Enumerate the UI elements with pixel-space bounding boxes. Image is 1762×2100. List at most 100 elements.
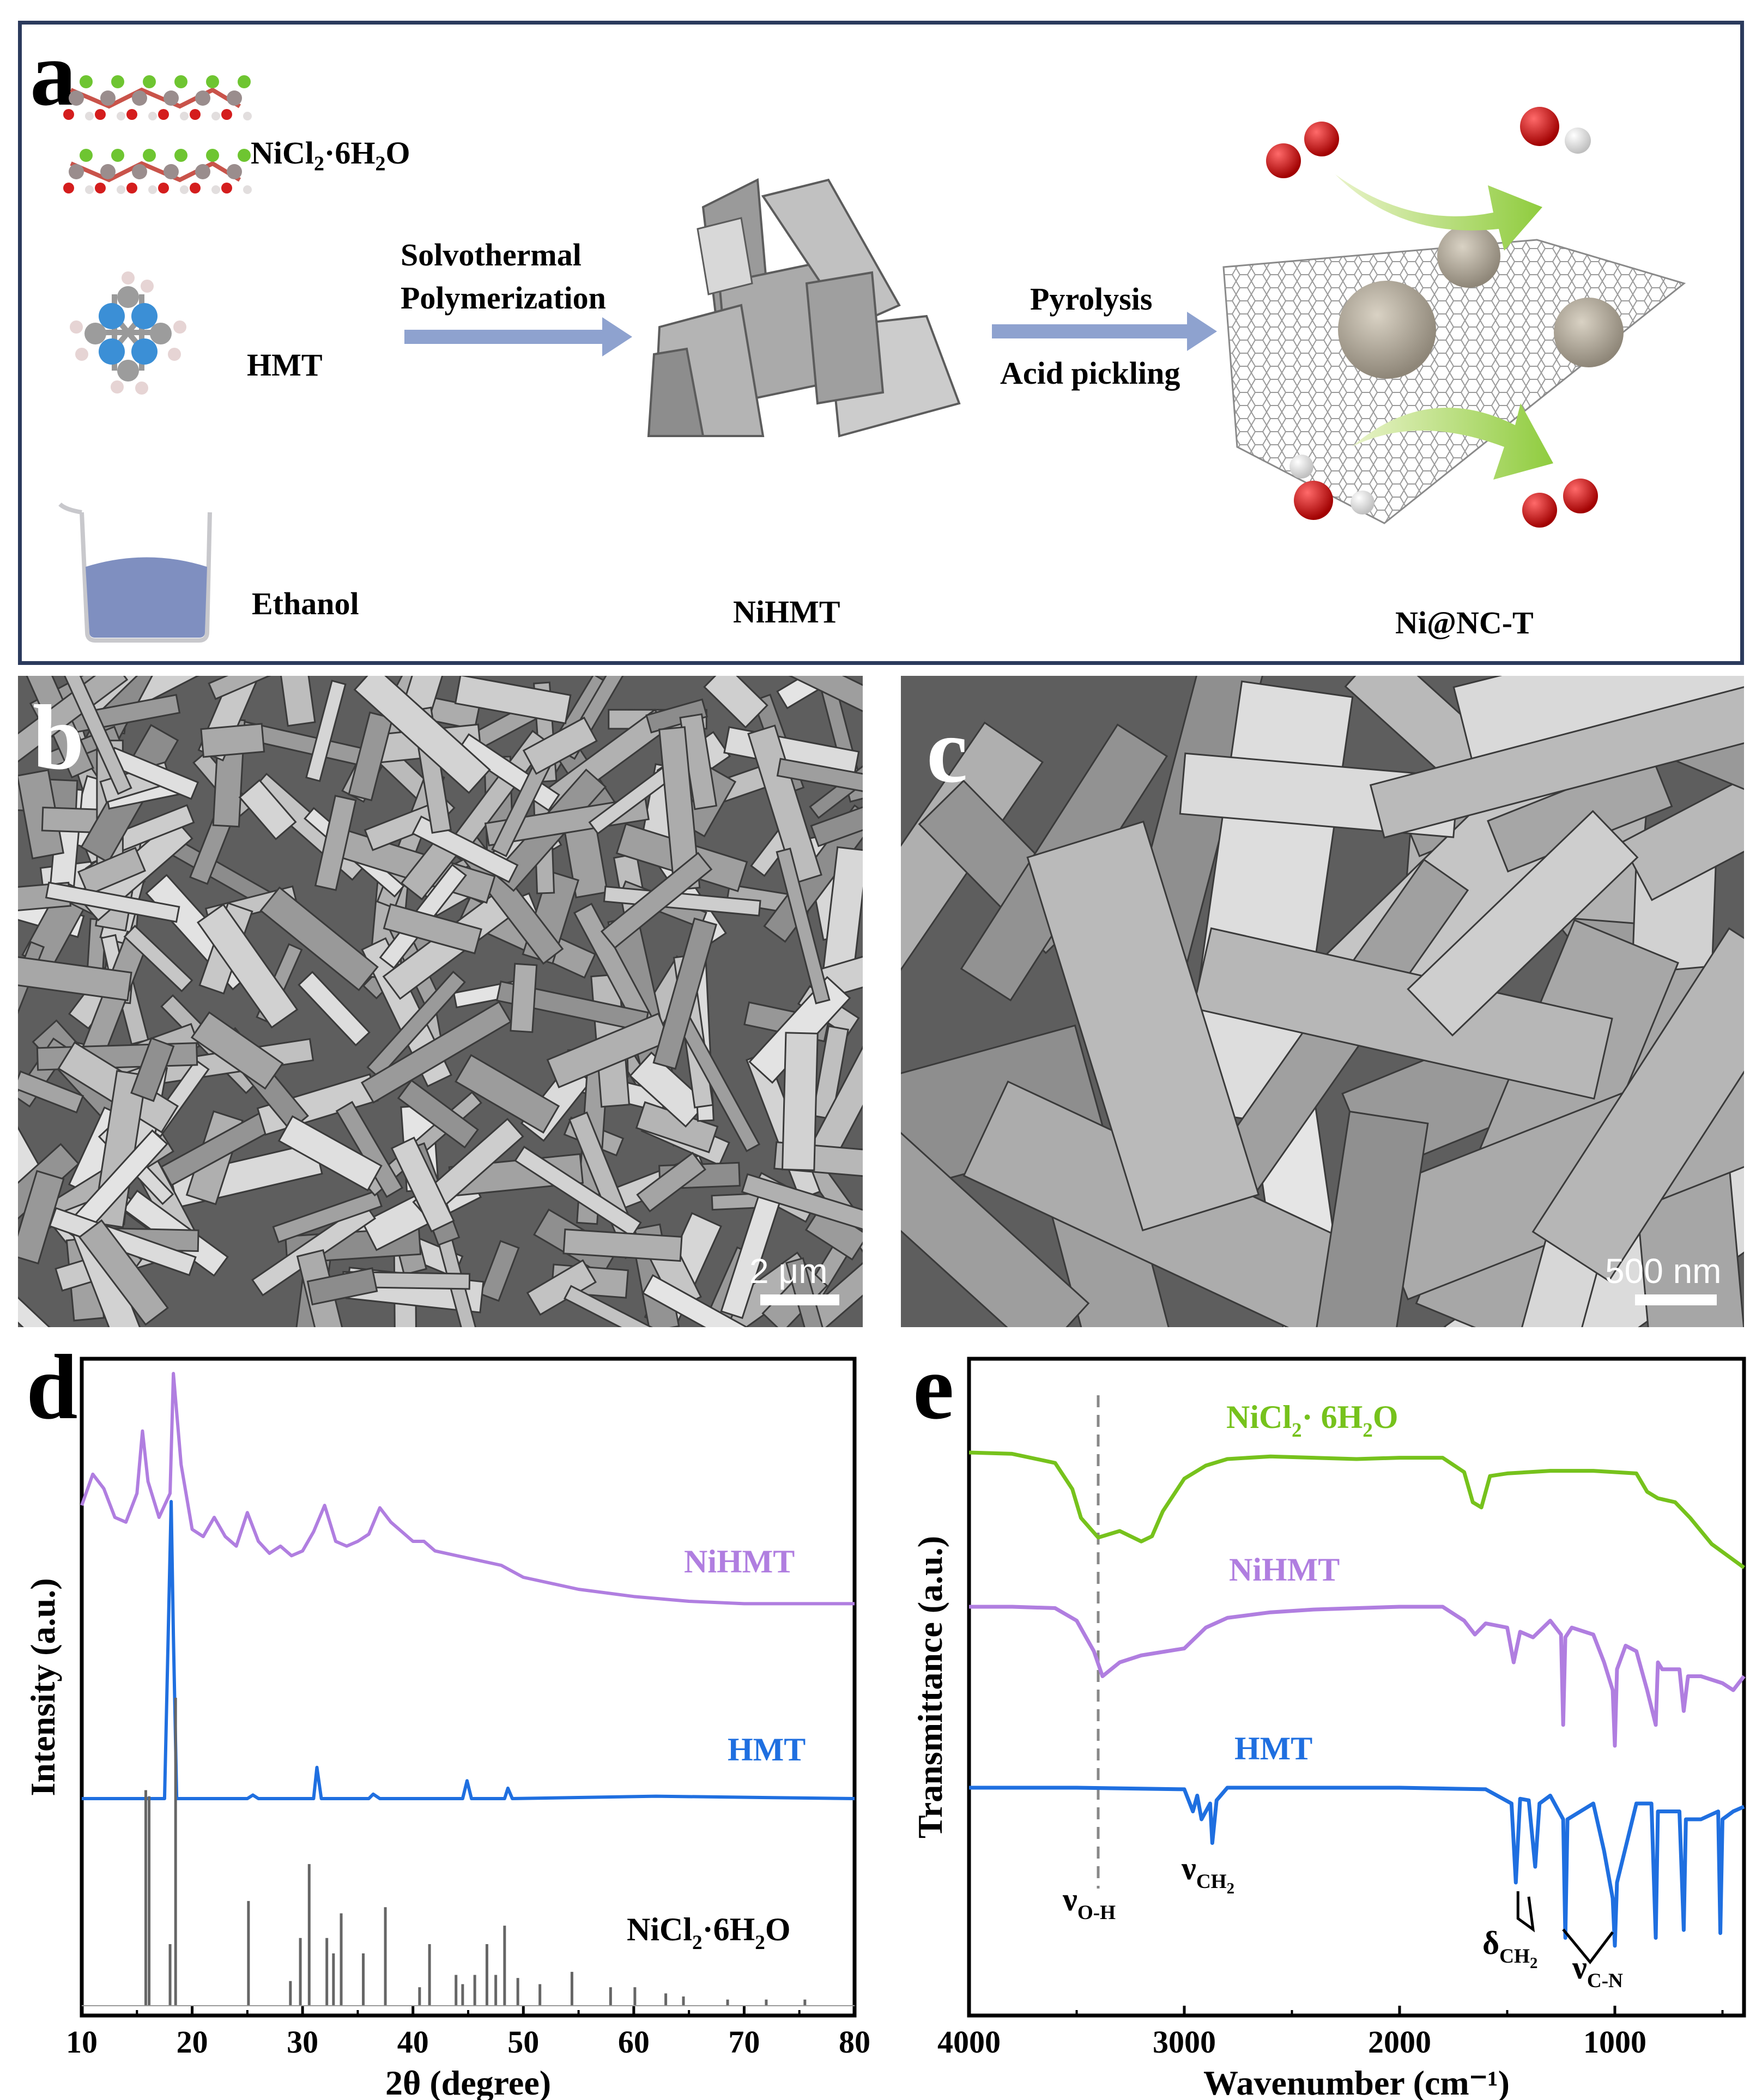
sem-rod bbox=[641, 1274, 779, 1327]
sem-rod bbox=[787, 676, 863, 739]
sem-rod bbox=[18, 1070, 84, 1114]
ftir-series-line bbox=[968, 1450, 1746, 1570]
reagent-nicl2-sub2: 2 bbox=[375, 152, 386, 175]
ftir-x-tick-label: 2000 bbox=[1368, 2024, 1431, 2060]
sem-rod bbox=[562, 1228, 683, 1262]
xrd-series-line bbox=[80, 1372, 855, 1606]
ftir-bracket-ch2-bend bbox=[1516, 1891, 1535, 1933]
sem-rod bbox=[390, 1136, 455, 1233]
xrd-y-axis-label: Intensity (a.u.) bbox=[23, 1578, 62, 1796]
sem-rod bbox=[603, 885, 761, 917]
sem-rod bbox=[741, 1173, 863, 1234]
sem-rod bbox=[703, 676, 768, 729]
sem-rod bbox=[411, 815, 519, 883]
sem-rod bbox=[1026, 820, 1260, 1232]
sem-rod bbox=[18, 676, 129, 777]
step1-line2: Polymerization bbox=[401, 280, 606, 316]
sem-rod bbox=[298, 971, 371, 1046]
sem-rod bbox=[196, 903, 299, 1029]
xrd-label-nihmt: NiHMT bbox=[684, 1544, 795, 1579]
ftir-label-nicl2: NiCl2· 6H2O bbox=[1226, 1399, 1398, 1442]
reagent-nicl2-main: NiCl bbox=[251, 135, 314, 171]
sem-rod bbox=[747, 724, 822, 885]
sem-rod bbox=[277, 1115, 383, 1191]
sem-rod bbox=[810, 791, 863, 848]
panel-c-sem-image bbox=[901, 676, 1744, 1327]
sem-rod bbox=[45, 881, 180, 923]
ftir-y-axis-label: Transmittance (a.u.) bbox=[911, 1536, 949, 1838]
sem-rod bbox=[259, 886, 379, 991]
panel-c-scale-bar bbox=[1635, 1294, 1717, 1305]
sem-rod bbox=[629, 1051, 708, 1128]
sem-rod bbox=[366, 970, 466, 1079]
xrd-label-nicl2: NiCl2·6H2O bbox=[627, 1911, 791, 1954]
xrd-x-tick-label: 60 bbox=[618, 2024, 650, 2060]
sem-rod bbox=[455, 1054, 560, 1134]
ftir-annotation-oh: νO-H bbox=[1062, 1881, 1116, 1924]
sem-rod bbox=[18, 952, 132, 1001]
reagent-nicl2-label: NiCl2·6H2O bbox=[251, 135, 410, 176]
ftir-x-tick-label: 4000 bbox=[937, 2024, 1001, 2060]
ftir-label-hmt: HMT bbox=[1234, 1730, 1312, 1766]
sem-rod bbox=[305, 680, 347, 782]
sem-rod bbox=[636, 1152, 706, 1213]
sem-rod bbox=[1369, 682, 1744, 839]
ftir-annotation-cn: νC-N bbox=[1572, 1950, 1623, 1992]
sem-rod bbox=[645, 698, 709, 734]
ftir-annotation-ch2-bend: δCH2 bbox=[1482, 1925, 1537, 1972]
ftir-series-line bbox=[969, 1605, 1746, 1748]
sem-rod bbox=[348, 711, 393, 802]
sem-rod bbox=[782, 1032, 819, 1171]
sem-rod bbox=[901, 1015, 1090, 1327]
reagent-nicl2-mid: ·6H bbox=[324, 135, 376, 171]
sem-rod bbox=[1192, 927, 1613, 1100]
sem-rod bbox=[123, 924, 193, 992]
xrd-x-tick-label: 20 bbox=[177, 2024, 208, 2060]
sem-rod bbox=[600, 851, 713, 949]
panel-c-letter: c bbox=[927, 699, 968, 802]
ftir-bracket-cn bbox=[1562, 1928, 1614, 1965]
ftir-x-tick-label: 3000 bbox=[1153, 2024, 1216, 2060]
sem-rod bbox=[652, 917, 718, 1070]
sem-rod bbox=[18, 676, 94, 779]
step1-line1: Solvothermal bbox=[401, 237, 582, 273]
xrd-x-axis-label: 2θ (degree) bbox=[385, 2063, 551, 2100]
panel-d-letter: d bbox=[26, 1336, 78, 1438]
sem-rod bbox=[314, 795, 357, 891]
sem-rod bbox=[510, 963, 538, 1033]
sem-rod bbox=[208, 676, 283, 700]
sem-rod bbox=[190, 1011, 284, 1090]
sem-rod bbox=[1531, 927, 1744, 1282]
reagent-ethanol-label: Ethanol bbox=[252, 586, 359, 621]
reagent-nicl2-end: O bbox=[385, 135, 410, 171]
panel-a-frame bbox=[18, 21, 1744, 665]
sem-rod bbox=[57, 676, 132, 795]
ftir-x-tick-label: 1000 bbox=[1583, 2024, 1646, 2060]
sem-rod bbox=[1620, 761, 1744, 901]
sem-rod bbox=[306, 1267, 378, 1306]
panel-e-letter: e bbox=[913, 1336, 954, 1438]
sem-rod bbox=[383, 903, 482, 954]
sem-rod bbox=[563, 1285, 674, 1327]
step2-line1: Pyrolysis bbox=[1030, 281, 1153, 317]
sem-rod bbox=[522, 716, 598, 775]
sem-rod bbox=[812, 1025, 849, 1121]
xrd-x-tick-label: 70 bbox=[728, 2024, 760, 2060]
sem-rod bbox=[776, 758, 863, 798]
step2-line2: Acid pickling bbox=[1000, 355, 1180, 391]
xrd-x-tick-label: 40 bbox=[397, 2024, 429, 2060]
sem-rod bbox=[360, 1001, 512, 1104]
ftir-x-axis-label: Wavenumber (cm⁻¹) bbox=[1203, 2063, 1510, 2100]
product-label: Ni@NC-T bbox=[1395, 605, 1534, 640]
xrd-label-hmt: HMT bbox=[728, 1732, 806, 1768]
panel-b-sem-image bbox=[18, 676, 863, 1327]
sem-rod bbox=[77, 846, 147, 896]
sem-rod bbox=[272, 1190, 383, 1243]
xrd-x-tick-label: 80 bbox=[839, 2024, 870, 2060]
sem-rod bbox=[278, 676, 316, 727]
ftir-plot-frame bbox=[967, 1357, 1746, 2018]
panel-b-scale-bar bbox=[760, 1294, 839, 1305]
ftir-annotation-ch2-stretch: νCH2 bbox=[1181, 1850, 1234, 1897]
